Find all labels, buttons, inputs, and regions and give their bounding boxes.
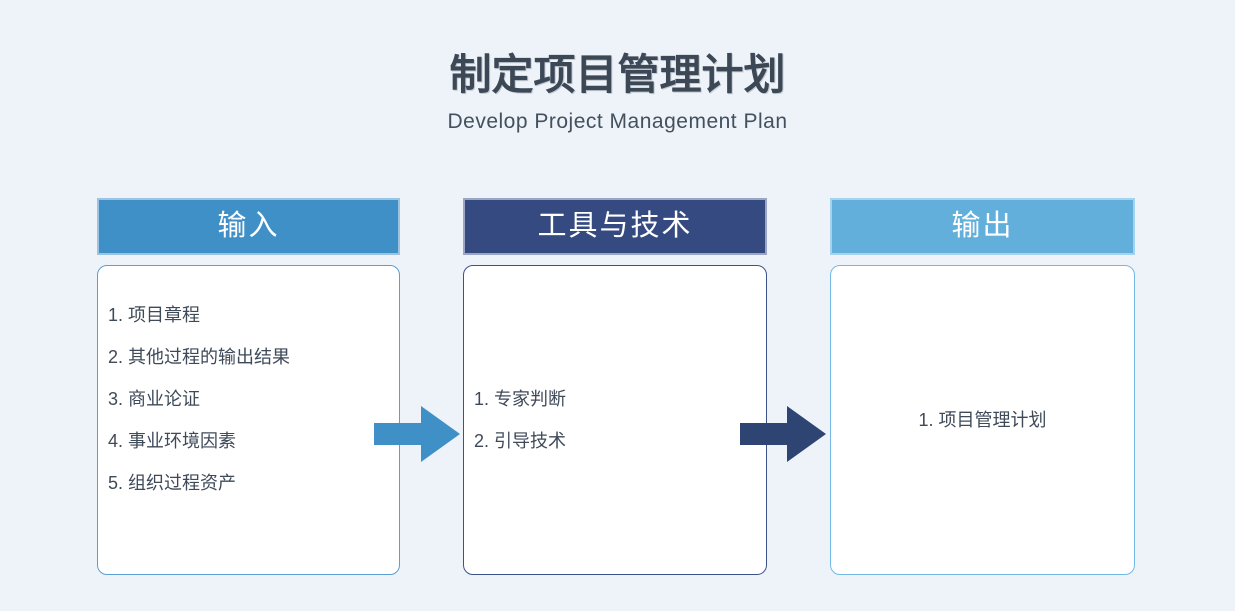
list-item: 2. 引导技术 (474, 431, 567, 451)
list-item: 1. 专家判断 (474, 389, 567, 409)
column-inputs: 输入 1. 项目章程 2. 其他过程的输出结果 3. 商业论证 4. 事业环境因素 5.… (97, 198, 400, 575)
list-item: 2. 其他过程的输出结果 (108, 347, 291, 367)
page-subtitle: Develop Project Management Plan (447, 110, 788, 134)
column-header-inputs: 输入 (97, 198, 400, 255)
list-item: 3. 商业论证 (108, 389, 201, 409)
list-item: 4. 事业环境因素 (108, 431, 237, 451)
page-title: 制定项目管理计划 (449, 51, 786, 98)
list-item: 1. 项目管理计划 (918, 410, 1047, 430)
column-tools: 工具与技术 1. 专家判断 2. 引导技术 (463, 198, 767, 575)
column-body-inputs: 1. 项目章程 2. 其他过程的输出结果 3. 商业论证 4. 事业环境因素 5. 组织… (97, 265, 400, 575)
column-body-outputs: 1. 项目管理计划 (830, 265, 1135, 575)
column-outputs: 输出 1. 项目管理计划 (830, 198, 1135, 575)
list-item: 1. 项目章程 (108, 305, 201, 325)
column-body-tools: 1. 专家判断 2. 引导技术 (463, 265, 767, 575)
list-item: 5. 组织过程资产 (108, 473, 237, 493)
column-header-outputs: 输出 (830, 198, 1135, 255)
column-header-tools: 工具与技术 (463, 198, 767, 255)
title-block: 制定项目管理计划 Develop Project Management Plan (0, 0, 1235, 134)
